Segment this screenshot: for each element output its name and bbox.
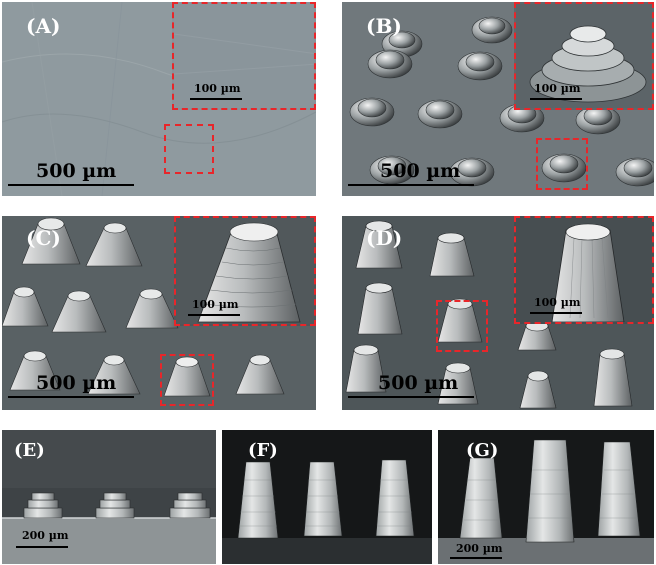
panel-e: (E) 200 µm <box>2 430 216 564</box>
panel-g-label: (G) <box>466 440 499 461</box>
panel-d-inset: 100 µm <box>514 216 654 324</box>
panel-d-inset-scale-label: 100 µm <box>534 296 581 309</box>
panel-b: (B) 100 µm 500 µm <box>342 2 654 196</box>
panel-g: (G) 200 µm <box>438 430 654 564</box>
panel-f-pillars <box>222 430 432 564</box>
panel-d-label: (D) <box>366 226 403 250</box>
panel-b-roi-box <box>536 138 588 190</box>
panel-e-cross-section <box>2 430 216 564</box>
panel-e-scale-label: 200 µm <box>22 529 69 542</box>
panel-b-inset-scale-label: 100 µm <box>534 82 581 95</box>
panel-a-inset-scale-label: 100 µm <box>194 82 241 95</box>
panel-b-scale-label: 500 µm <box>380 160 461 182</box>
panel-a-scale-label: 500 µm <box>36 160 117 182</box>
panel-e-label: (E) <box>14 440 45 461</box>
panel-d-inset-scale-bar <box>530 312 582 314</box>
panel-c-inset-scale-bar <box>188 314 240 316</box>
panel-e-scale-bar <box>16 546 68 548</box>
panel-f-label: (F) <box>248 440 278 461</box>
panel-a-roi-box <box>164 124 214 174</box>
panel-d: (D) 100 µm 500 µm <box>342 216 654 410</box>
panel-g-scale-bar <box>450 557 502 559</box>
panel-a-inset: 100 µm <box>172 2 316 110</box>
panel-b-inset: 100 µm <box>514 2 654 110</box>
panel-a: (A) 100 µm 500 µm <box>2 2 316 196</box>
panel-d-roi-box <box>436 300 488 352</box>
panel-c-microcones <box>2 216 316 410</box>
panel-a-label: (A) <box>26 14 61 38</box>
panel-c: (C) 100 µm 500 µm <box>2 216 316 410</box>
panel-b-scale-bar <box>348 184 474 186</box>
panel-a-inset-scale-bar <box>190 98 242 100</box>
panel-c-scale-label: 500 µm <box>36 372 117 394</box>
panel-b-inset-scale-bar <box>530 98 582 100</box>
panel-g-scale-label: 200 µm <box>456 542 503 555</box>
panel-d-scale-label: 500 µm <box>378 372 459 394</box>
panel-c-label: (C) <box>26 226 61 250</box>
panel-b-label: (B) <box>366 14 402 38</box>
panel-c-scale-bar <box>8 396 134 398</box>
panel-g-pillars <box>438 430 654 564</box>
panel-c-inset-scale-label: 100 µm <box>192 298 239 311</box>
panel-a-scale-bar <box>8 184 134 186</box>
panel-c-roi-box <box>160 354 214 406</box>
panel-f: (F) <box>222 430 432 564</box>
panel-d-scale-bar <box>348 396 474 398</box>
panel-c-inset: 100 µm <box>174 216 316 326</box>
